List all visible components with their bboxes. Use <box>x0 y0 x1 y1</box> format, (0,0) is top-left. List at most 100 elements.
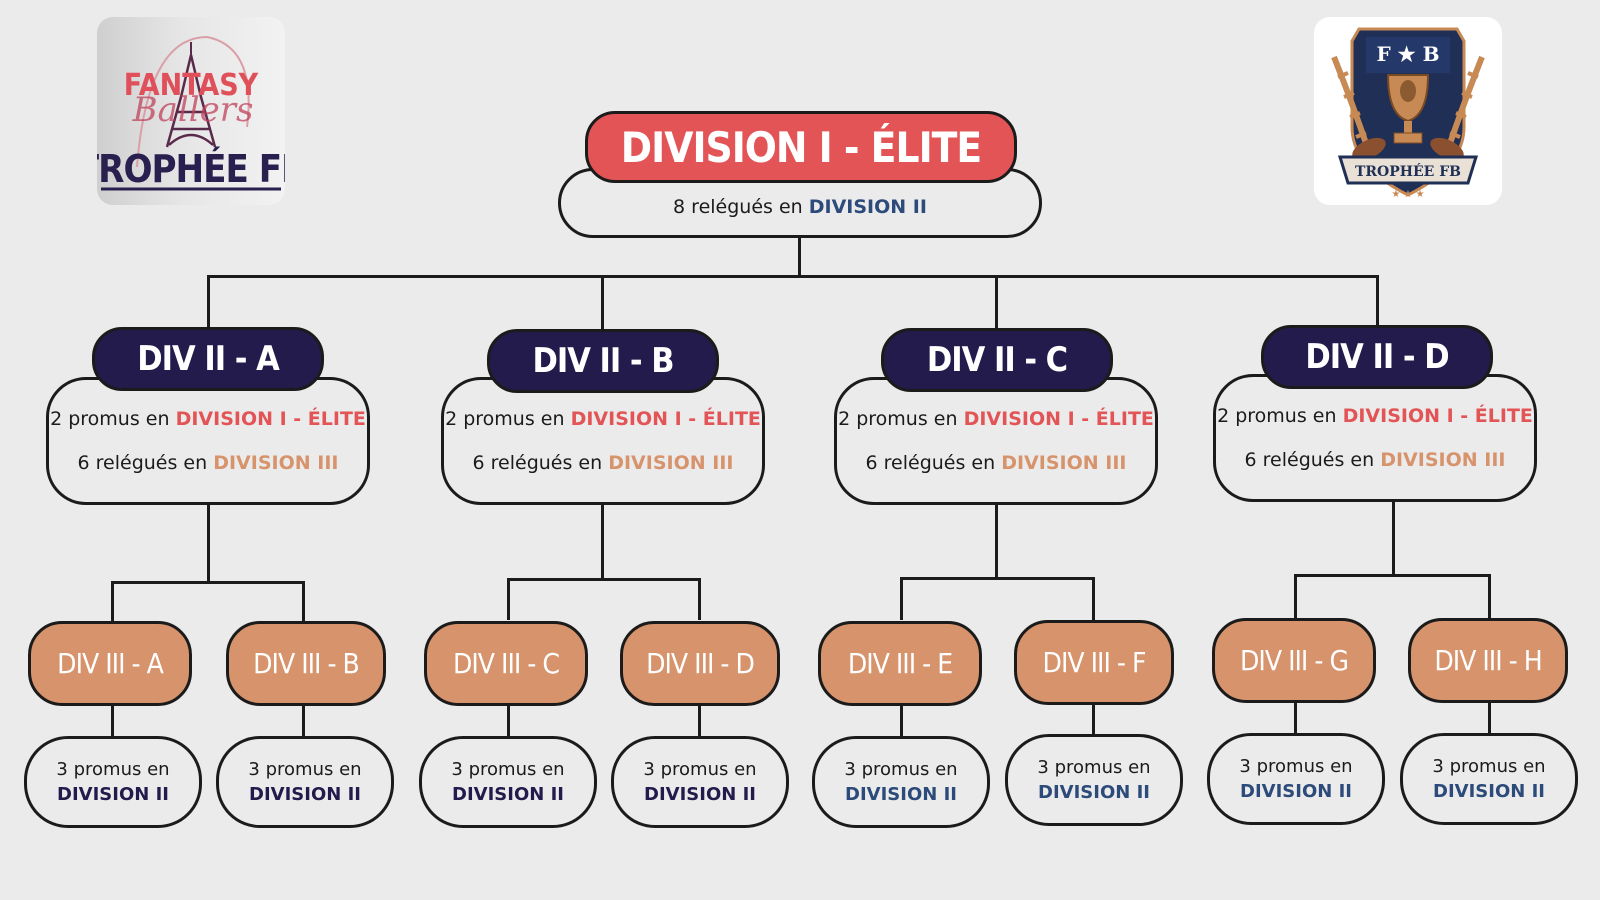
div2-a-promoted-text: 2 promus en <box>50 408 170 430</box>
connector <box>1488 700 1491 734</box>
div2-b-promoted-text: 2 promus en <box>445 408 565 430</box>
connector <box>1294 574 1297 618</box>
eiffel-tower-icon: FANTASY Ballers TROPHÉE FB <box>97 35 285 191</box>
div3-c-promoted-text: 3 promus en <box>451 759 565 780</box>
connector <box>900 577 1095 580</box>
div3-a-name: DIV III - A <box>57 647 164 680</box>
connector <box>900 577 903 620</box>
connector <box>507 704 510 738</box>
div3-h-title: DIV III - H <box>1408 618 1568 703</box>
connector <box>111 704 114 738</box>
elite-relegation-line: 8 relégués en DIVISION II <box>673 196 927 218</box>
div3-a-promoted-text: 3 promus en <box>56 759 170 780</box>
connector <box>900 704 903 738</box>
crest-initials: F ★ B <box>1377 42 1440 66</box>
div3-b-promoted-text: 3 promus en <box>248 759 362 780</box>
connector <box>111 581 114 621</box>
div3-f-promoted-target: DIVISION II <box>1038 782 1150 803</box>
elite-relegated-text: 8 relégués en <box>673 196 803 218</box>
connector <box>207 503 210 583</box>
div3-b-promoted-target: DIVISION II <box>249 784 361 805</box>
div3-f-promoted-text: 3 promus en <box>1037 757 1151 778</box>
div3-g-promoted-text: 3 promus en <box>1239 756 1353 777</box>
div3-d-promoted-target: DIVISION II <box>644 784 756 805</box>
connector <box>207 275 210 329</box>
div2-b-title: DIV II - B <box>487 329 719 393</box>
div2-a-relegated-target: DIVISION III <box>213 452 339 474</box>
div3-c-name: DIV III - C <box>452 647 560 680</box>
div2-d-name: DIV II - D <box>1305 337 1449 377</box>
elite-title-text: DIVISION I - ÉLITE <box>620 122 982 172</box>
connector <box>1376 275 1379 328</box>
connector <box>207 275 1379 278</box>
connector <box>1392 500 1395 576</box>
logo-main: TROPHÉE FB <box>97 147 285 191</box>
div2-b-promoted-target: DIVISION I - ÉLITE <box>570 408 761 430</box>
connector <box>601 275 604 331</box>
div2-a-name: DIV II - A <box>137 339 279 379</box>
div2-c-card: 2 promus en DIVISION I - ÉLITE 6 relégué… <box>834 377 1158 505</box>
div3-f-title: DIV III - F <box>1014 620 1174 705</box>
div3-f-card: 3 promus en DIVISION II <box>1005 734 1183 826</box>
div2-c-relegated-target: DIVISION III <box>1001 452 1127 474</box>
div2-c-promoted-target: DIVISION I - ÉLITE <box>963 408 1154 430</box>
div2-a-title: DIV II - A <box>92 327 324 391</box>
crest-banner: TROPHÉE FB <box>1355 162 1461 180</box>
connector <box>1488 574 1491 618</box>
logo-line1: FANTASY <box>124 68 259 103</box>
div3-d-card: 3 promus en DIVISION II <box>611 736 789 828</box>
div3-a-card: 3 promus en DIVISION II <box>24 736 202 828</box>
div2-b-relegated-text: 6 relégués en <box>472 452 603 474</box>
div3-g-promoted-target: DIVISION II <box>1240 781 1352 802</box>
elite-relegated-target: DIVISION II <box>808 196 927 218</box>
div2-b-relegated-target: DIVISION III <box>608 452 734 474</box>
div2-c-title: DIV II - C <box>881 328 1113 392</box>
trophy-crest-icon: F ★ B TROPHÉE FB ★ ★ ★ <box>1331 27 1485 200</box>
svg-text:★ ★ ★: ★ ★ ★ <box>1391 189 1424 200</box>
div3-g-name: DIV III - G <box>1240 644 1349 677</box>
div3-h-card: 3 promus en DIVISION II <box>1400 733 1578 825</box>
connector <box>302 581 305 621</box>
div3-f-name: DIV III - F <box>1042 646 1147 679</box>
div3-h-promoted-target: DIVISION II <box>1433 781 1545 802</box>
div3-b-card: 3 promus en DIVISION II <box>216 736 394 828</box>
div3-c-card: 3 promus en DIVISION II <box>419 736 597 828</box>
div2-b-card: 2 promus en DIVISION I - ÉLITE 6 relégué… <box>441 377 765 505</box>
div2-d-relegated-text: 6 relégués en <box>1244 449 1375 471</box>
div2-c-relegated-text: 6 relégués en <box>865 452 996 474</box>
div3-e-title: DIV III - E <box>818 621 982 706</box>
div2-d-promoted-text: 2 promus en <box>1217 405 1337 427</box>
div3-g-title: DIV III - G <box>1212 618 1376 703</box>
div2-a-relegated-text: 6 relégués en <box>77 452 208 474</box>
connector <box>1092 577 1095 620</box>
div2-d-promoted-target: DIVISION I - ÉLITE <box>1342 405 1533 427</box>
div2-c-promoted-text: 2 promus en <box>838 408 958 430</box>
div3-d-promoted-text: 3 promus en <box>643 759 757 780</box>
div2-d-relegated-target: DIVISION III <box>1380 449 1506 471</box>
connector <box>698 578 701 620</box>
div2-d-title: DIV II - D <box>1261 325 1493 389</box>
connector <box>302 704 305 738</box>
div3-e-promoted-text: 3 promus en <box>844 759 958 780</box>
div3-d-name: DIV III - D <box>646 647 755 680</box>
connector <box>1092 704 1095 736</box>
logo-line2: Ballers <box>132 90 254 130</box>
connector <box>1294 574 1491 577</box>
div3-a-title: DIV III - A <box>28 621 192 706</box>
div2-a-card: 2 promus en DIVISION I - ÉLITE 6 relégué… <box>46 377 370 505</box>
div3-h-name: DIV III - H <box>1434 644 1542 677</box>
division-1-elite-title: DIVISION I - ÉLITE <box>585 111 1017 183</box>
div2-b-name: DIV II - B <box>532 341 674 381</box>
div3-e-promoted-target: DIVISION II <box>845 784 957 805</box>
fantasy-ballers-logo: FANTASY Ballers TROPHÉE FB <box>97 17 285 205</box>
trophee-fb-crest-logo: F ★ B TROPHÉE FB ★ ★ ★ <box>1314 17 1502 205</box>
connector <box>995 275 998 330</box>
div3-a-promoted-target: DIVISION II <box>57 784 169 805</box>
div3-e-card: 3 promus en DIVISION II <box>812 736 990 828</box>
div2-d-card: 2 promus en DIVISION I - ÉLITE 6 relégué… <box>1213 374 1537 502</box>
div2-a-promoted-target: DIVISION I - ÉLITE <box>175 408 366 430</box>
connector <box>601 503 604 580</box>
connector <box>507 578 510 620</box>
div2-c-name: DIV II - C <box>926 340 1068 380</box>
